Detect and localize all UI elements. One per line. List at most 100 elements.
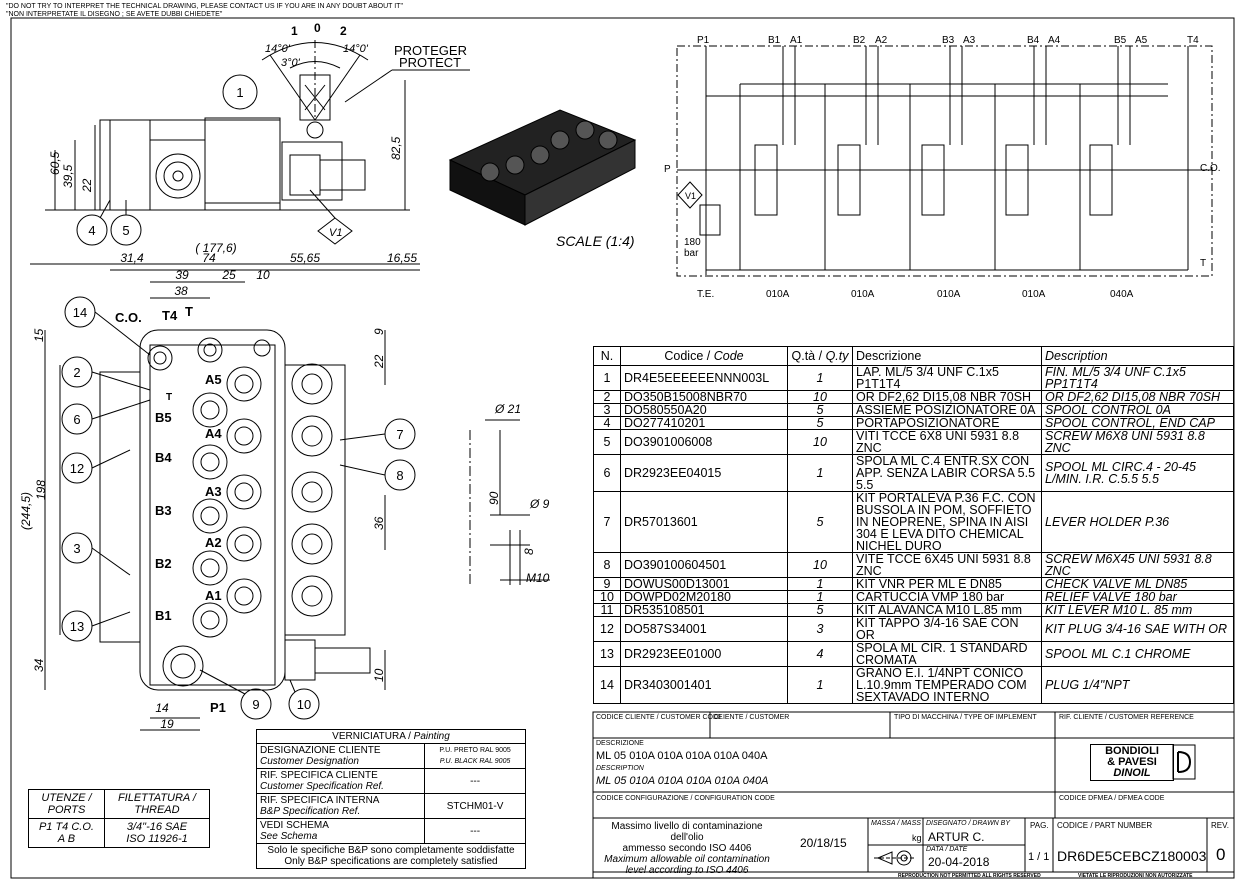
sch-sec-3: 010A [937,289,961,300]
tb-mass-unit: kg [912,833,922,843]
side-view [45,40,470,246]
sch-te: T.E. [697,289,714,300]
tb-date-label: DATA / DATE [926,846,968,853]
pos-1: 1 [291,24,298,38]
bom-cell-code: DO3901006008 [620,429,788,455]
bom-cell-desc-en: KIT LEVER M10 L. 85 mm [1041,603,1234,617]
tb-desc-label: DESCRIZIONE [596,740,644,747]
pos-0: 0 [314,21,321,35]
lever-detail [469,419,550,585]
painting-table: VERNICIATURA / Painting DESIGNAZIONE CLI… [255,729,526,869]
bom-cell-desc-en: PLUG 1/4"NPT [1041,666,1234,704]
port-b4: B4 [155,450,172,465]
tb-dfmea: CODICE DFMEA / DFMEA CODE [1059,795,1165,802]
paint-r2-value: --- [424,768,526,794]
bom-cell-code: DO587S34001 [620,616,788,642]
bom-cell-n: 11 [593,603,621,617]
dim-22: 22 [80,178,94,193]
bom-cell-desc-it: KIT PORTALEVA P.36 F.C. CON BUSSOLA IN P… [852,491,1042,553]
dim-15: 15 [32,328,46,342]
sch-t4: T4 [1187,35,1199,46]
v1-label: V1 [329,227,342,239]
tb-repro-2: VIETATE LE RIPRODUZIONI NON AUTORIZZATE [1078,873,1193,879]
sch-b4: B4 [1027,35,1040,46]
lever-d9: Ø 9 [529,497,550,511]
bom-cell-desc-it: GRANO E.I. 1/4NPT CONICO L.10.9mm TEMPER… [852,666,1042,704]
tb-mass-label: MASSA / MASS [871,820,921,827]
dim-19: 19 [160,717,174,731]
bom-cell-n: 12 [593,616,621,642]
dim-198: 198 [34,480,48,500]
bom-cell-qty: 1 [787,454,853,492]
bom-cell-code: DO350B15008NBR70 [620,390,788,404]
bom-cell-desc-it: KIT VNR PER ML E DN85 [852,577,1042,591]
balloon-12: 12 [70,461,84,476]
tb-cust-ref: RIF. CLIENTE / CUSTOMER REFERENCE [1059,714,1194,721]
balloon-6: 6 [73,412,80,427]
bom-cell-qty: 10 [787,390,853,404]
balloon-3: 3 [73,541,80,556]
balloon-4: 4 [88,223,95,238]
t4-label: T4 [162,308,178,323]
bom-cell-desc-it: KIT ALAVANCA M10 L.85 mm [852,603,1042,617]
contamination-value: 20/18/15 [800,836,847,850]
painting-title: VERNICIATURA / Painting [256,729,526,744]
tb-cust: CLIENTE / CUSTOMER [714,714,790,721]
bom-header-desc-en: Description [1041,346,1234,366]
ports-table: UTENZE /PORTS FILETTATURA /THREAD P1 T4 … [28,789,211,848]
balloon-8: 8 [396,468,403,483]
title-block-frame [592,711,1235,879]
isometric-view [448,109,637,226]
tb-rev-label: REV. [1211,821,1229,830]
port-a1: A1 [205,588,222,603]
port-b2: B2 [155,556,172,571]
bom-header-n: N. [593,346,621,366]
sch-a4: A4 [1048,35,1061,46]
dim-74: 74 [202,251,216,265]
port-b3: B3 [155,503,172,518]
bill-of-materials: N. Codice / Code Q.tà / Q.ty Descrizione… [593,346,1234,704]
bom-cell-qty: 10 [787,429,853,455]
lever-8: 8 [522,548,536,555]
dim-39: 39,5 [61,164,75,188]
bom-header-code: Codice / Code [620,346,788,366]
bom-cell-n: 4 [593,416,621,430]
bom-cell-code: DR2923EE04015 [620,454,788,492]
bom-cell-desc-en: SCREW M6X45 UNI 5931 8.8 ZNC [1041,552,1234,578]
sch-a1: A1 [790,35,803,46]
bom-cell-n: 3 [593,403,621,417]
sch-b3: B3 [942,35,955,46]
port-b1: B1 [155,608,172,623]
balloon-13: 13 [70,619,84,634]
sch-a3: A3 [963,35,976,46]
sch-sec-5: 040A [1110,289,1134,300]
lever-90: 90 [487,491,501,505]
bom-cell-code: DOWUS00D13001 [620,577,788,591]
bom-cell-desc-en: CHECK VALVE ML DN85 [1041,577,1234,591]
dim-39f: 39 [175,268,189,282]
dim-total: ( 177,6) [195,241,236,255]
paint-r3-value: STCHM01-V [424,793,526,819]
bom-cell-desc-it: KIT TAPPO 3/4-16 SAE CON OR [852,616,1042,642]
bom-cell-desc-it: VITI TCCE 6X8 UNI 5931 8.8 ZNC [852,429,1042,455]
sch-v1: V1 [685,191,696,201]
bom-cell-desc-en: OR DF2,62 DI15,08 NBR 70SH [1041,390,1234,404]
sch-a2: A2 [875,35,888,46]
dim-36: 36 [372,516,386,530]
bom-cell-qty: 10 [787,552,853,578]
lever-d21: Ø 21 [494,402,521,416]
lever-m10: M10 [526,571,550,585]
tb-part-number: DR6DE5CEBCZ180003 [1057,848,1207,864]
bom-cell-desc-it: LAP. ML/5 3/4 UNF C.1x5 P1T1T4 [852,365,1042,391]
bom-cell-qty: 1 [787,577,853,591]
dim-244: (244,5) [19,492,33,530]
